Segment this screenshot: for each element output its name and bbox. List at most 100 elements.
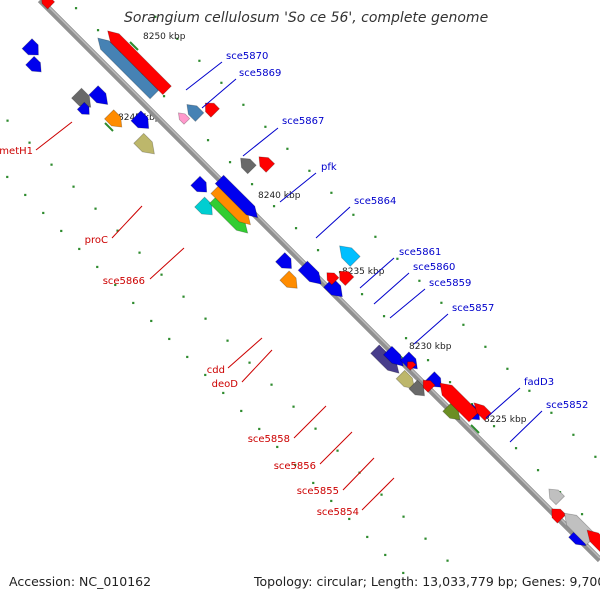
tick-dot bbox=[366, 535, 369, 539]
map-title: Sorangium cellulosum 'So ce 56', complet… bbox=[124, 10, 489, 26]
gene-sce5867 bbox=[133, 132, 155, 155]
proC-label: proC bbox=[85, 235, 108, 246]
gene-pfk bbox=[130, 110, 150, 129]
gene-metH1 bbox=[107, 30, 172, 96]
tick-dot bbox=[242, 103, 245, 106]
tick-dot bbox=[402, 571, 405, 575]
gene-sce5863 bbox=[210, 184, 252, 226]
tick-dot bbox=[294, 463, 297, 467]
gene-sce5858 bbox=[422, 379, 436, 393]
gene-deoD-b bbox=[326, 272, 340, 286]
kbp-label: 8230 kbp bbox=[409, 342, 452, 352]
tick-dot bbox=[206, 139, 210, 142]
tick-dot bbox=[462, 323, 465, 326]
tick-dot bbox=[24, 193, 27, 197]
tick-dot bbox=[258, 427, 261, 431]
sce5852-label: sce5852 bbox=[546, 400, 588, 411]
gene-proC-a bbox=[186, 104, 205, 122]
tick-dot bbox=[150, 319, 153, 323]
sce5864-leader bbox=[315, 206, 351, 239]
tick-dot bbox=[348, 517, 351, 521]
fadD3-leader bbox=[485, 387, 521, 419]
gene-proC bbox=[204, 102, 220, 118]
tick-dot bbox=[514, 447, 518, 450]
sce5859-leader bbox=[389, 288, 426, 319]
cdd-label: cdd bbox=[207, 365, 225, 376]
tick-dot bbox=[352, 213, 355, 216]
sce5857-label: sce5857 bbox=[452, 303, 494, 314]
tick-dot bbox=[96, 29, 100, 32]
genome-summary: Topology: circular; Length: 13,033,779 b… bbox=[254, 574, 600, 589]
sce5859-label: sce5859 bbox=[429, 278, 471, 289]
tick-dot bbox=[220, 81, 223, 84]
gene-top-blue2 bbox=[25, 55, 42, 73]
sce5866-leader bbox=[149, 247, 185, 280]
tick-dot bbox=[594, 455, 597, 458]
backbone-highlight bbox=[41, 0, 600, 559]
kbp-label: 8240 kbp bbox=[258, 191, 301, 201]
tick-dot bbox=[50, 163, 53, 166]
label-leaders bbox=[35, 61, 543, 511]
sce5860-label: sce5860 bbox=[413, 262, 455, 273]
tick-dot bbox=[404, 337, 408, 340]
gene-sce5851 bbox=[408, 379, 425, 397]
sce5860-leader bbox=[373, 272, 410, 305]
tick-dot bbox=[114, 283, 117, 287]
tick-dot bbox=[132, 301, 135, 305]
tick-dot bbox=[160, 273, 163, 276]
pfk-label: pfk bbox=[321, 162, 337, 173]
gene-sce5848 bbox=[442, 402, 461, 421]
deoD-leader bbox=[241, 349, 273, 383]
sce5870-leader bbox=[185, 61, 223, 91]
tick-dot bbox=[270, 383, 273, 386]
kbp-tick bbox=[129, 41, 139, 51]
gene-sce5868 bbox=[103, 109, 123, 128]
tick-dot bbox=[424, 537, 427, 540]
sce5870-label: sce5870 bbox=[226, 51, 268, 62]
gene-small-blue bbox=[76, 101, 90, 115]
gene-red-bottom bbox=[586, 529, 600, 553]
sce5856-leader bbox=[319, 431, 353, 465]
tick-dot bbox=[380, 493, 383, 496]
kbp-label: 8235 kbp bbox=[342, 267, 385, 277]
tick-dot bbox=[330, 191, 333, 194]
gene-small-red bbox=[406, 361, 417, 371]
gene-labels: sce5870sce5869sce5867pfksce5864sce5861sc… bbox=[0, 51, 588, 518]
tick-dot bbox=[96, 265, 99, 269]
sce5869-label: sce5869 bbox=[239, 68, 281, 79]
tick-dot bbox=[484, 345, 487, 348]
sce5854-leader bbox=[361, 477, 395, 511]
tick-dot bbox=[448, 381, 452, 384]
metH1-label: metH1 bbox=[0, 146, 33, 157]
accession-label: Accession: NC_010162 bbox=[9, 574, 152, 589]
tick-dot bbox=[176, 37, 179, 40]
tick-dot bbox=[94, 207, 97, 210]
gene-top-red bbox=[41, 0, 56, 10]
tick-dot bbox=[78, 247, 81, 251]
sce5861-leader bbox=[359, 257, 395, 289]
tick-dot bbox=[402, 515, 405, 518]
tick-dot bbox=[6, 119, 9, 122]
gene-sce5866a bbox=[240, 157, 257, 175]
tick-dot bbox=[204, 373, 207, 377]
tick-dot bbox=[60, 229, 63, 233]
tick-dot bbox=[72, 185, 75, 188]
tick-dot bbox=[308, 169, 311, 172]
tick-dot bbox=[580, 513, 584, 516]
gene-top-blue bbox=[21, 38, 39, 56]
tick-dot bbox=[186, 355, 189, 359]
gene-metH1-a bbox=[97, 37, 160, 100]
gene-sce5859 bbox=[275, 252, 292, 269]
tick-dot bbox=[440, 301, 443, 304]
cdd-leader bbox=[227, 337, 263, 369]
kbp-label: 8225 kbp bbox=[484, 415, 527, 425]
gene-fadD3 bbox=[370, 344, 400, 374]
tick-dot bbox=[492, 425, 496, 428]
gene-sce5852r bbox=[551, 508, 567, 524]
tick-dot bbox=[294, 227, 298, 230]
sce5855-leader bbox=[342, 457, 375, 491]
tick-dot bbox=[286, 147, 289, 150]
tick-dot bbox=[264, 125, 267, 128]
sce5861-label: sce5861 bbox=[399, 247, 441, 258]
